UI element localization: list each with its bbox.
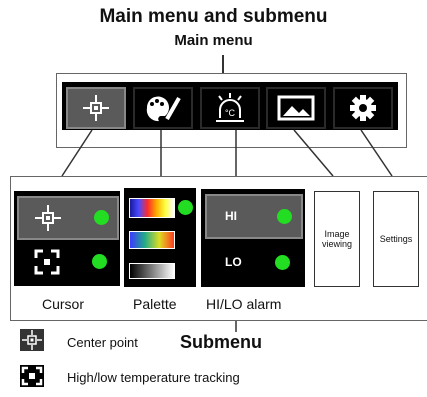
image-viewing-box[interactable]: Image viewing	[314, 191, 360, 287]
lo-label: LO	[225, 255, 242, 269]
palette-label: Palette	[133, 296, 177, 312]
status-dot	[92, 254, 107, 269]
alarm-label: HI/LO alarm	[206, 296, 282, 312]
main-menu-title: Main menu	[174, 32, 253, 49]
palette-ironbow[interactable]	[129, 198, 175, 218]
palette-grayscale[interactable]	[129, 263, 175, 279]
cursor-option-tracking[interactable]	[17, 243, 115, 281]
tracking-icon	[21, 366, 43, 386]
settings-box[interactable]: Settings	[373, 191, 419, 287]
cursor-submenu	[14, 191, 120, 286]
status-dot	[94, 210, 109, 225]
cursor-icon	[83, 95, 109, 121]
menu-item-alarm[interactable]: °C	[200, 87, 260, 129]
connector-line	[222, 55, 224, 73]
palette-icon	[146, 96, 181, 122]
center-point-icon	[22, 330, 42, 350]
hi-label: HI	[225, 209, 237, 223]
legend-center-point	[20, 329, 44, 351]
alarm-icon: °C	[216, 93, 244, 122]
legend-center-point-text: Center point	[67, 335, 138, 350]
status-dot	[277, 209, 292, 224]
menu-item-image[interactable]	[266, 87, 326, 129]
menu-item-cursor[interactable]	[66, 87, 126, 129]
tracking-icon	[34, 249, 60, 275]
alarm-submenu: HI LO	[201, 189, 305, 287]
submenu-title: Submenu	[180, 332, 263, 352]
status-dot	[178, 200, 193, 215]
menu-item-settings[interactable]	[333, 87, 393, 129]
center-point-icon	[35, 205, 61, 231]
cursor-label: Cursor	[42, 296, 85, 312]
legend-tracking-text: High/low temperature tracking	[67, 370, 240, 385]
palette-submenu	[124, 188, 196, 287]
status-dot	[275, 255, 290, 270]
settings-icon	[350, 95, 376, 121]
image-icon	[277, 95, 315, 121]
palette-rainbow[interactable]	[129, 231, 175, 249]
diagram-title: Main menu and submenu	[99, 6, 328, 27]
alarm-option-hi[interactable]: HI	[205, 194, 303, 239]
alarm-option-lo[interactable]: LO	[205, 243, 299, 283]
legend-tracking	[20, 365, 44, 387]
cursor-option-center-point[interactable]	[17, 196, 119, 240]
menu-item-palette[interactable]	[133, 87, 193, 129]
svg-text:°C: °C	[225, 108, 236, 118]
